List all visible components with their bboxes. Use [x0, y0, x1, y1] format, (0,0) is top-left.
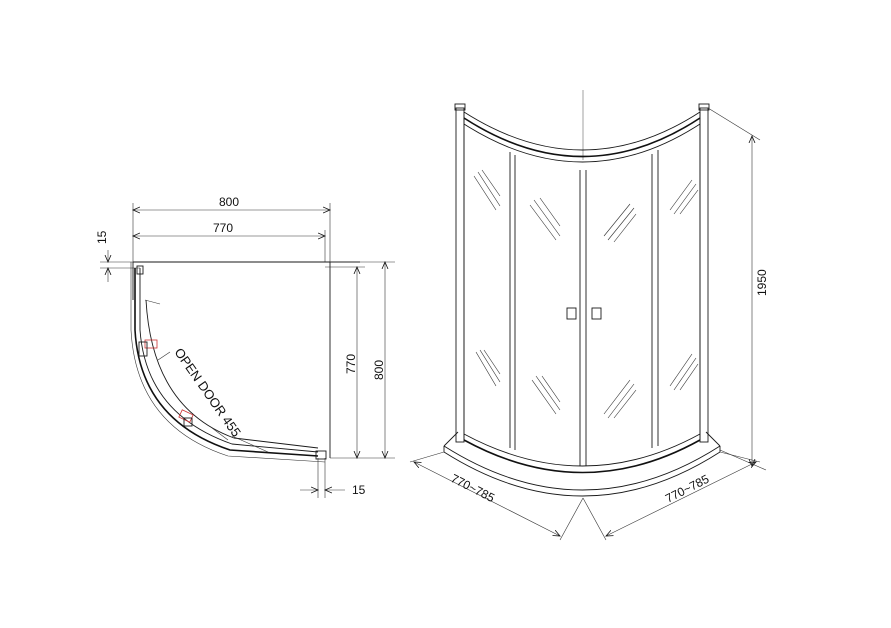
dim-height: 1950	[755, 269, 769, 296]
dim-line-base-left	[414, 462, 560, 536]
plan-view: 800 770 15 770 800	[95, 195, 395, 498]
dim-width-inner: 770	[213, 221, 233, 235]
dim-width-outer: 800	[219, 195, 239, 209]
dim-depth-inner: 770	[344, 354, 358, 374]
dim-line-base-right	[606, 462, 756, 536]
dim-offset-top: 15	[95, 230, 109, 244]
right-door-handle	[591, 307, 602, 320]
perspective-view: 1950 770~785 770~785	[409, 90, 769, 541]
left-door-handle	[566, 307, 577, 320]
dim-offset-bottom: 15	[352, 483, 366, 497]
dim-base-right: 770~785	[663, 472, 712, 506]
dim-depth-outer: 800	[372, 360, 386, 380]
